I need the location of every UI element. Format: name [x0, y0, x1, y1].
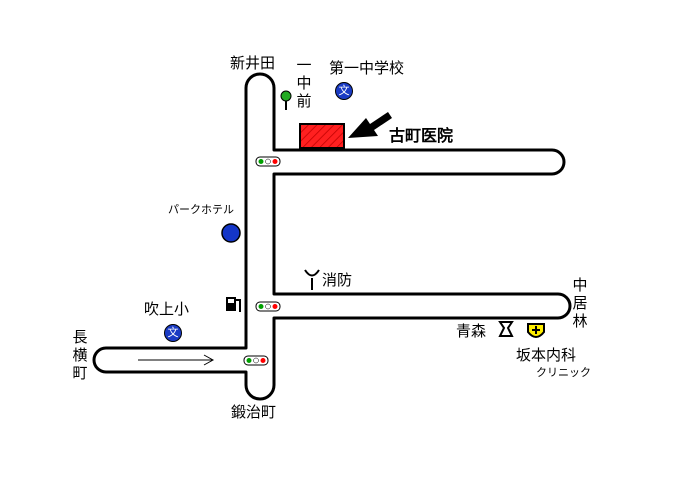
hospital-icon [527, 323, 545, 338]
traffic-light-icon [255, 301, 281, 312]
target-building [299, 123, 345, 149]
label-nakaibayashi: 中居林 [572, 276, 588, 330]
bus-stop-icon [280, 90, 292, 110]
label-aomori: 青森 [456, 322, 487, 340]
label-shin-ida: 新井田 [230, 54, 276, 72]
label-nagayokocho: 長横町 [72, 328, 88, 382]
hotel-icon [221, 223, 241, 243]
direction-arrow-icon [138, 354, 215, 366]
traffic-light-icon [255, 156, 281, 167]
label-kajicho: 鍛治町 [231, 403, 277, 421]
pointer-arrow-icon [348, 112, 392, 138]
bank-icon [498, 321, 514, 337]
label-daiichi-chugakko: 第一中学校 [329, 59, 405, 77]
road-outline [92, 72, 572, 401]
school-icon: 文 [164, 324, 182, 342]
label-ichu-mae: 一中前 [296, 56, 312, 110]
traffic-light-icon [243, 355, 269, 366]
school-symbol: 文 [167, 326, 179, 339]
school-symbol: 文 [338, 84, 350, 97]
label-clinic: クリニック [536, 366, 591, 379]
fire-station-icon [304, 269, 320, 290]
school-icon: 文 [335, 82, 353, 100]
label-furumachi-iin: 古町医院 [389, 126, 454, 145]
gas-station-icon [226, 297, 241, 312]
label-sakamoto-naika: 坂本内科 [516, 346, 577, 364]
label-park-hotel: パークホテル [168, 203, 234, 216]
label-fukiage-sho: 吹上小 [144, 300, 190, 318]
label-shobo: 消防 [322, 271, 353, 289]
